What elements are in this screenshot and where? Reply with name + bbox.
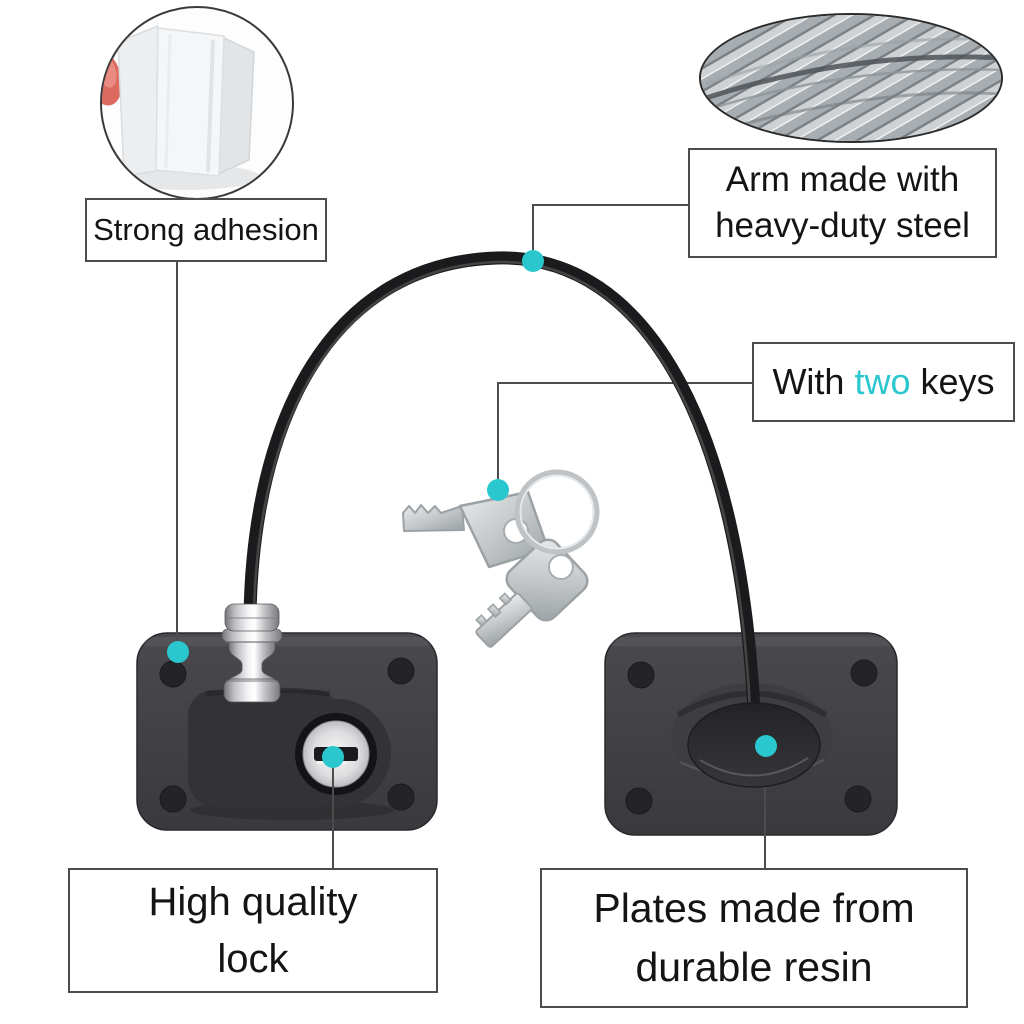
callout-arm-line1: Arm made with bbox=[725, 160, 960, 199]
callout-strong-adhesion: Strong adhesion bbox=[85, 198, 327, 262]
callout-keys-post: keys bbox=[910, 361, 995, 402]
callout-lock-line2: lock bbox=[217, 936, 289, 981]
key-ring bbox=[514, 469, 600, 555]
keys bbox=[402, 469, 600, 648]
cable-anchor-dome bbox=[687, 702, 821, 788]
callout-dots bbox=[167, 250, 777, 768]
dot-arm bbox=[522, 250, 544, 272]
dot-plates bbox=[755, 735, 777, 757]
leader-keys bbox=[497, 382, 752, 480]
callout-arm-line2: heavy-duty steel bbox=[715, 206, 970, 245]
second-key bbox=[475, 538, 589, 648]
callout-high-quality-lock: High quality lock bbox=[68, 868, 438, 993]
adhesive-pads-photo bbox=[100, 6, 294, 200]
callout-arm-steel: Arm made with heavy-duty steel bbox=[688, 148, 997, 258]
leader-arm bbox=[532, 204, 688, 250]
callout-durable-plates: Plates made from durable resin bbox=[540, 868, 968, 1008]
callout-strong-adhesion-label: Strong adhesion bbox=[93, 212, 319, 247]
cable-arm bbox=[243, 251, 761, 719]
lock-cylinder bbox=[221, 603, 283, 703]
lock-plate-left bbox=[136, 632, 438, 831]
dot-keys bbox=[487, 479, 509, 501]
dot-adhesion bbox=[167, 641, 189, 663]
callout-keys-pre: With bbox=[772, 361, 855, 402]
callout-lock-line1: High quality bbox=[148, 879, 358, 924]
key-blade bbox=[402, 504, 465, 532]
dot-lock bbox=[322, 746, 344, 768]
callout-two-keys: With two keys bbox=[752, 342, 1015, 422]
callout-keys-accent: two bbox=[854, 361, 911, 402]
callout-plates-line1: Plates made from bbox=[593, 885, 915, 931]
steel-cable-photo bbox=[699, 13, 1003, 143]
callout-plates-line2: durable resin bbox=[635, 944, 873, 990]
